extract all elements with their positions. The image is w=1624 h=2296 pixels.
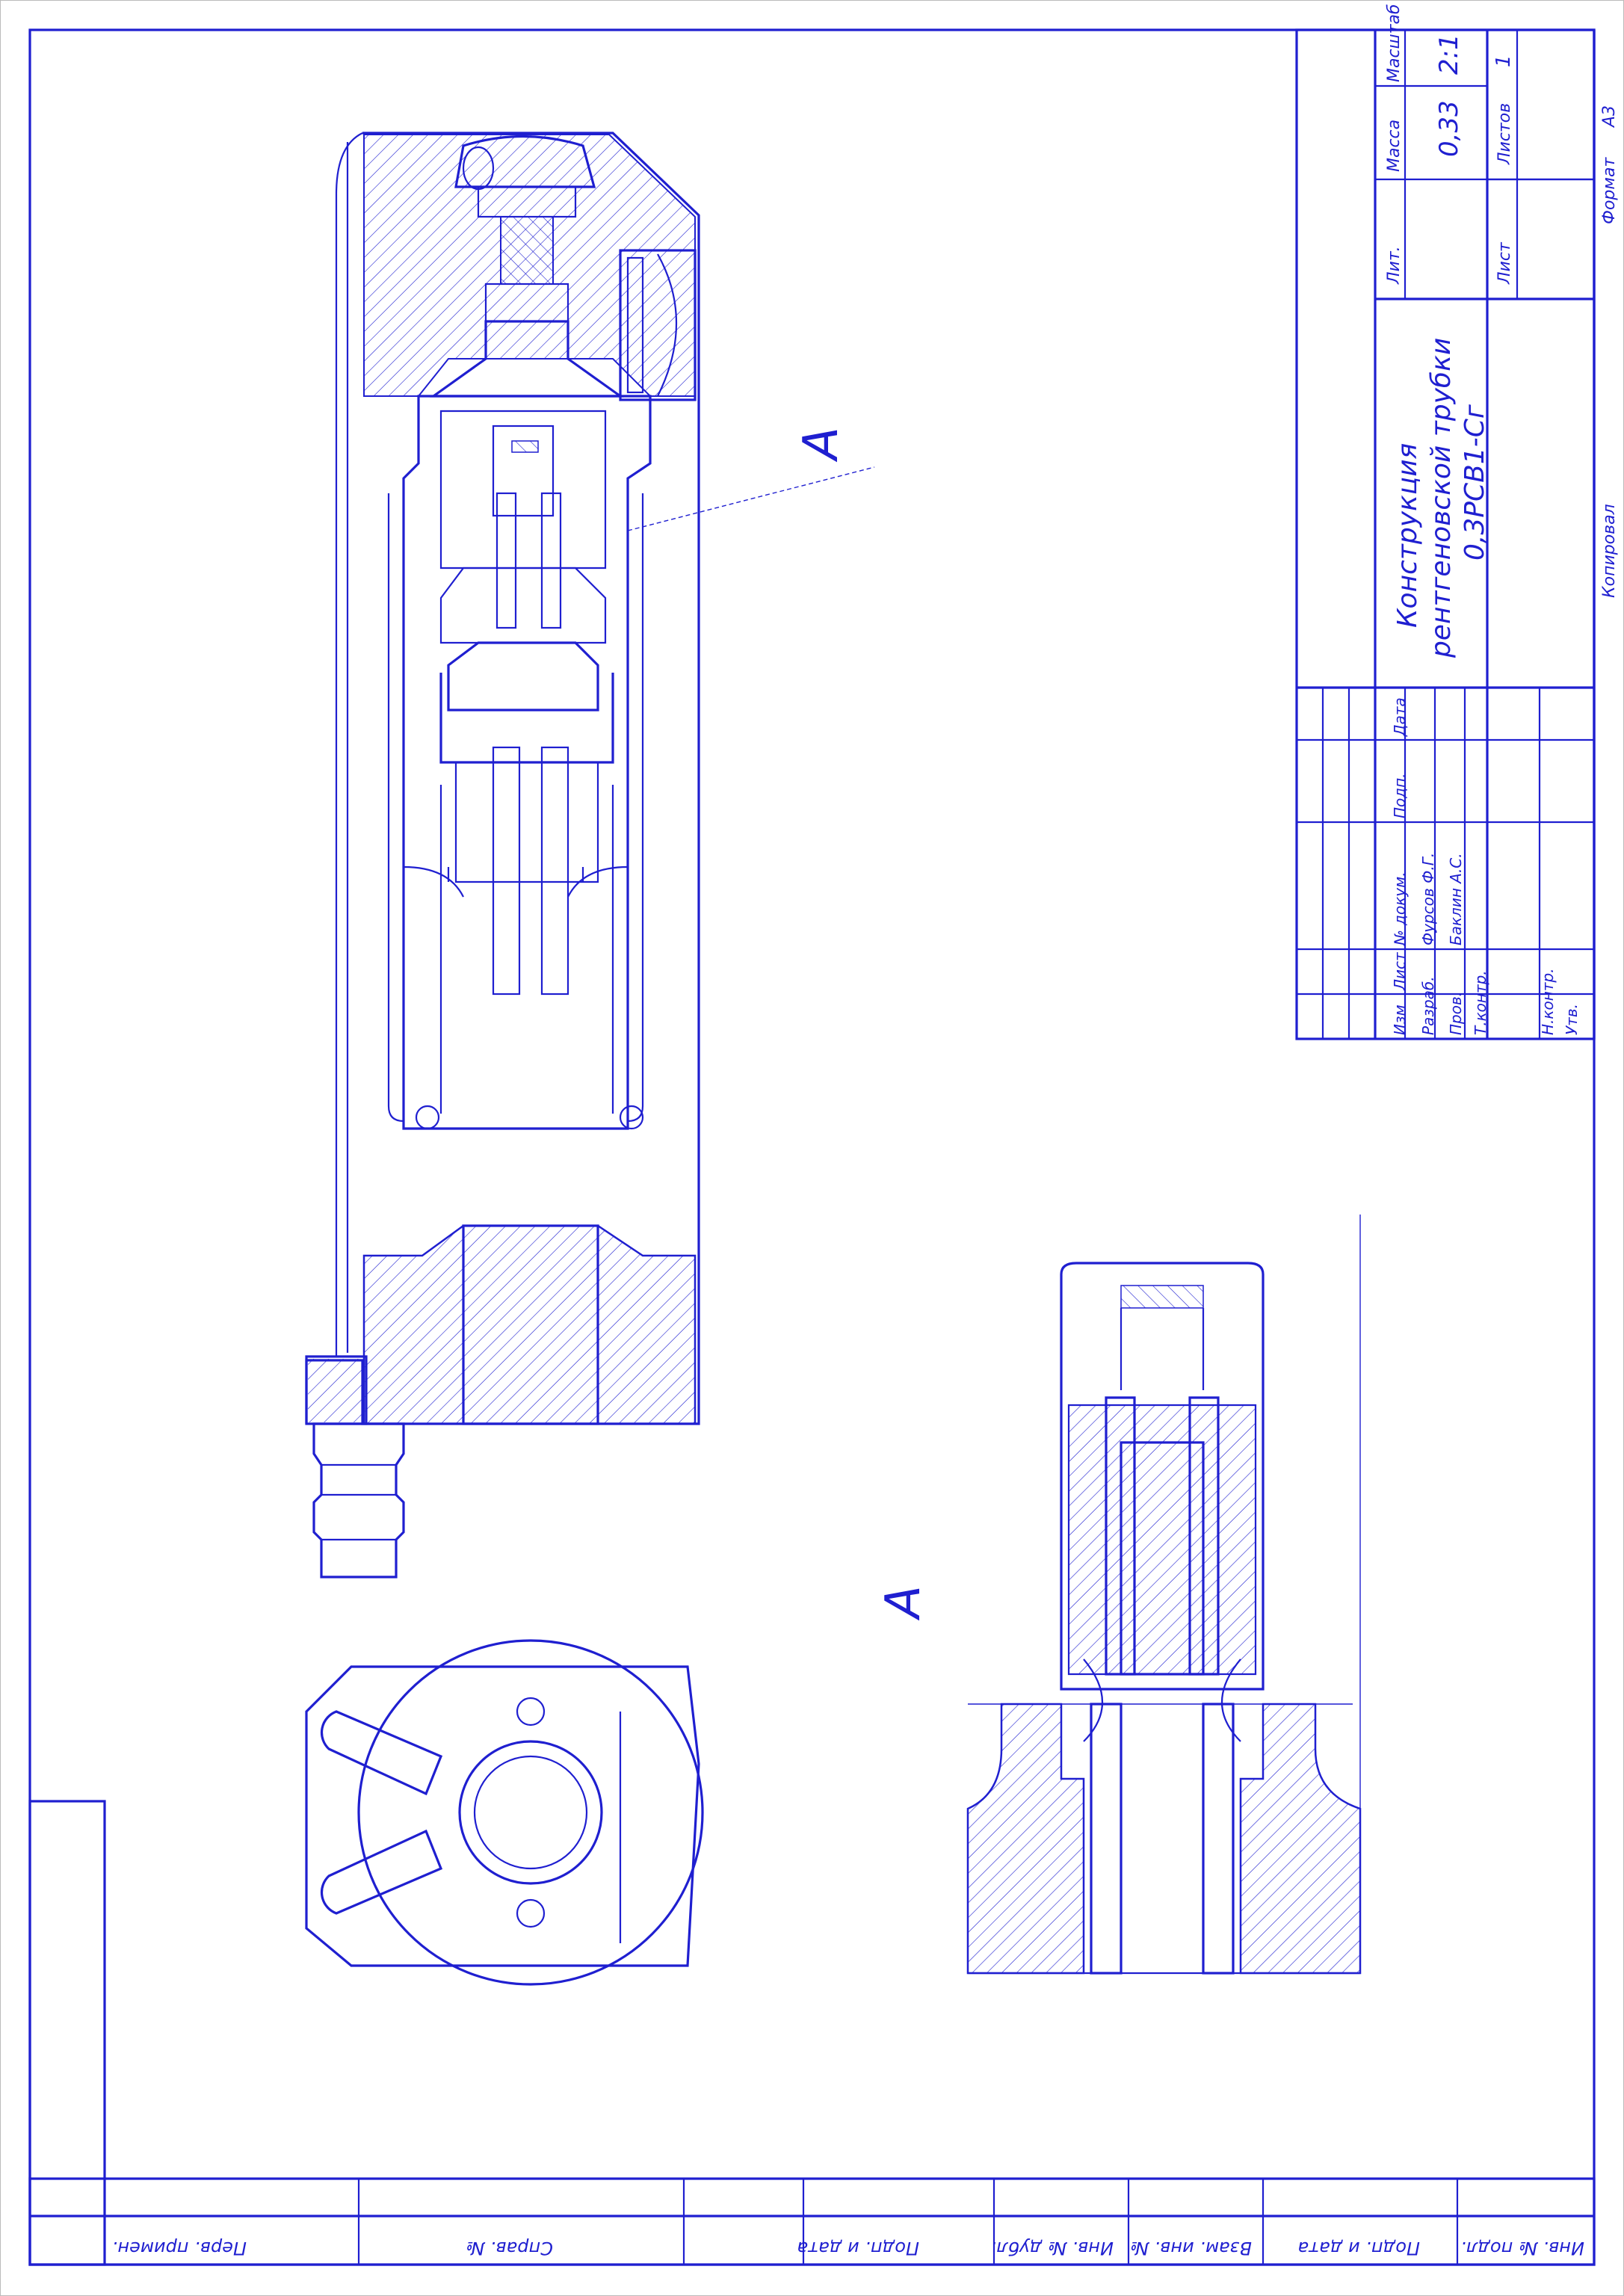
format-label: Формат (1600, 157, 1619, 224)
role-prov: Пров. (1447, 992, 1465, 1035)
end-view (305, 1639, 704, 1986)
format-value: А3 (1600, 105, 1619, 129)
main-section-view (305, 132, 875, 1578)
role-nkontr: Н.контр. (1539, 969, 1557, 1036)
scale-value: 2:1 (1434, 34, 1464, 75)
filament-coil-detail (1120, 1285, 1204, 1309)
title-line1: Конструкция (1392, 443, 1423, 628)
col-date: Дата (1391, 697, 1409, 737)
role-tkontr: Т.контр. (1472, 970, 1489, 1035)
mass-value: 0,33 (1434, 100, 1464, 157)
side-strip (28, 1800, 1596, 2266)
col-list: Лист (1391, 951, 1409, 991)
flange-hatch (308, 1359, 365, 1422)
sheets-label: Листов (1495, 103, 1514, 165)
screw-thread (500, 216, 554, 285)
kopiroval-label: Копировал (1600, 504, 1619, 598)
title-line3: 0,3РСВ1-Сг (1460, 404, 1490, 561)
mass-label: Масса (1385, 120, 1404, 172)
filament-coil-main (511, 440, 539, 453)
inv-podl: Инв. № подл. (1460, 2238, 1584, 2259)
podp-data-1: Подп. и дата (797, 2238, 920, 2259)
role-razrab: Разраб. (1419, 976, 1437, 1035)
sheet-label: Лист (1495, 241, 1514, 285)
role-utv: Утв. (1563, 1004, 1581, 1035)
lit-label: Лит. (1385, 246, 1404, 285)
title-block (1295, 28, 1596, 1040)
vzam-inv: Взам. инв. № (1130, 2238, 1252, 2259)
col-izm: Изм (1391, 1004, 1409, 1035)
inv-dubl: Инв. № дубл. (991, 2238, 1114, 2259)
view-label-main: A (794, 427, 849, 463)
col-doc: № докум. (1391, 871, 1409, 946)
scale-label: Масштаб (1385, 4, 1404, 82)
sprav-no: Справ. № (466, 2238, 553, 2259)
name-prov: Баклин А.С. (1447, 853, 1465, 945)
podp-data-2: Подп. и дата (1298, 2238, 1421, 2259)
title-line2: рентгеновской трубки (1426, 338, 1457, 658)
name-razrab: Фурсов Ф.Г. (1419, 853, 1437, 945)
perv-primen: Перв. примен. (112, 2238, 247, 2259)
detail-view-a (966, 1215, 1362, 1975)
sheets-value: 1 (1492, 55, 1515, 67)
col-sign: Подп. (1391, 773, 1409, 818)
view-label-detail: A (876, 1585, 931, 1621)
